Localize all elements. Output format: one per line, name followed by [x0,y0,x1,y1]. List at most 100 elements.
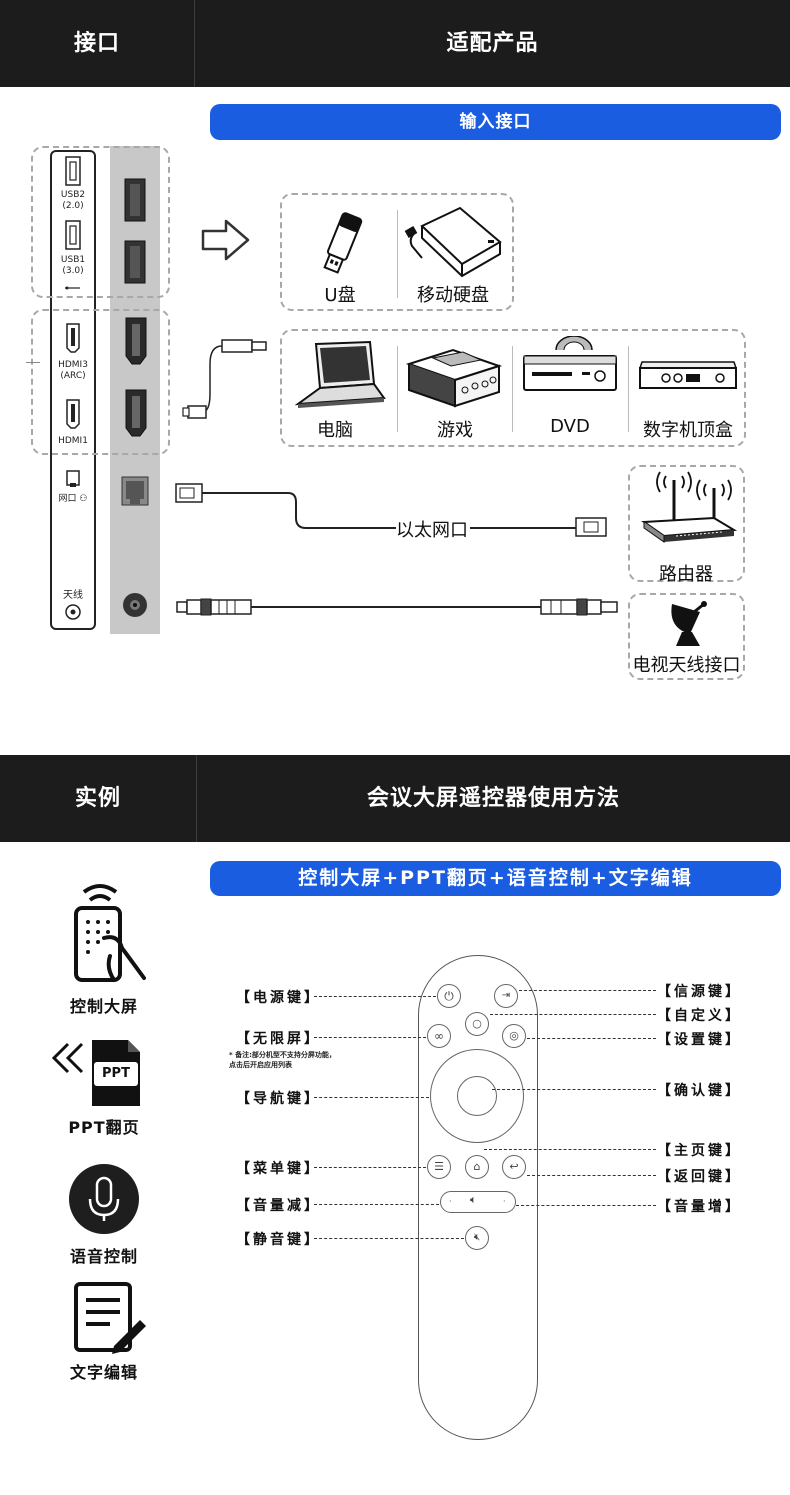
label-vol-down: 【音量减】 [236,1198,321,1214]
game-console-icon [405,348,503,408]
header-example: 实例 [74,786,121,811]
label-menu: 【菜单键】 [236,1161,321,1177]
back-button[interactable]: ↩ [502,1155,526,1179]
tv-antenna-box [628,593,745,680]
note-text: * 备注:部分机型不支持分屏功能，点击后开启应用列表 [229,1051,336,1069]
leader-settings [527,1038,656,1039]
dvd-player-icon [523,336,617,391]
leader-nav [314,1097,429,1098]
port-panel-front [50,150,96,630]
label-vol-up: 【音量增】 [657,1199,742,1215]
hdmi1-port-icon [66,399,80,429]
leader-ok [492,1089,656,1090]
antenna-side-port [123,593,147,617]
leader-power [314,996,436,997]
divider [628,346,629,432]
ethernet-cable-icon [175,483,607,537]
label-back: 【返回键】 [657,1169,742,1185]
volume-up-dot[interactable]: · [503,1197,506,1206]
label-home: 【主页键】 [657,1143,742,1159]
nav-ring-button[interactable] [430,1049,524,1143]
hdmi1-label: HDMI1 [58,436,88,446]
input-interface-banner: 输入接口 [210,104,781,140]
speaker-icon: 🔈︎ [470,1193,477,1206]
tick-mark [26,362,40,363]
antenna-port-icon [65,604,81,620]
label-settings: 【设置键】 [657,1032,742,1048]
leader-infinite [314,1037,426,1038]
label-infinite: 【无限屏】 [236,1031,321,1047]
hdmi-side-port-2 [125,389,147,437]
remote-body [418,955,538,1440]
usb-symbol-icon [65,286,80,290]
leader-menu [314,1167,426,1168]
leader-source [519,990,656,991]
divider [512,346,513,432]
usb-drive-icon [323,212,363,274]
antenna-label: 天线 [63,590,83,601]
stb-caption: 数字机顶盒 [643,420,733,441]
divider [397,346,398,432]
text-edit-icon [74,1282,146,1354]
router-caption: 路由器 [659,564,713,585]
custom-button[interactable]: ○ [465,1012,489,1036]
menu-button[interactable]: ☰ [427,1155,451,1179]
router-icon [641,471,738,543]
right-arrow-icon [201,219,250,261]
usb1-port-icon [65,220,81,250]
feature-voice-label: 语音控制 [69,1247,138,1266]
coax-cable-icon [176,598,618,616]
portable-hdd-icon [404,206,502,278]
hdmi-cable-icon [182,339,267,419]
double-chevron-left-icon [51,1042,84,1074]
mute-button[interactable]: 🔇︎ [465,1226,489,1250]
usb-side-port-2 [124,240,146,284]
hdmi-devices-box [280,329,746,447]
lan-port-icon [66,470,80,487]
feature-edit-label: 文字编辑 [69,1363,138,1382]
hdmi-side-port-1 [125,317,147,365]
ppt-badge: PPT [94,1062,138,1086]
feature-control-label: 控制大屏 [69,997,138,1016]
lan-label: 网口 ⚇ [58,494,88,504]
volume-rocker[interactable] [440,1191,516,1213]
hdmi-group [31,309,170,455]
power-button[interactable]: ⏻ [437,984,461,1008]
leader-vol-up [516,1205,656,1206]
header-interface: 接口 [73,31,120,56]
usb1-label: USB1 (3.0) [60,255,86,276]
home-button[interactable]: ⌂ [465,1155,489,1179]
pc-caption: 电脑 [317,420,353,441]
usb-group [31,146,170,298]
label-power: 【电源键】 [236,990,321,1006]
satellite-dish-icon [671,601,707,646]
section1-header: 接口 适配产品 [0,0,790,87]
label-ok: 【确认键】 [657,1083,742,1099]
ethernet-label: 以太网口 [396,520,468,541]
usb-devices-box [280,193,514,311]
leader-home [484,1149,656,1150]
feature-ppt-label: PPT翻页 [68,1118,140,1137]
udisk-caption: U盘 [324,285,356,306]
usb-side-port-1 [124,178,146,222]
infinite-screen-button[interactable]: ∞ [427,1024,451,1048]
leader-mute [314,1238,464,1239]
hdmi3-port-icon [66,323,80,353]
leader-vol-down [314,1204,439,1205]
settings-button[interactable]: ◎ [502,1024,526,1048]
label-nav: 【导航键】 [236,1091,321,1107]
usb2-label: USB2 (2.0) [60,190,86,211]
volume-down-dot[interactable]: · [449,1197,452,1206]
router-box [628,465,745,582]
tv-antenna-caption: 电视天线接口 [632,655,741,676]
ok-button[interactable] [457,1076,497,1116]
divider [397,210,398,298]
label-mute: 【静音键】 [236,1232,321,1248]
header-divider [196,755,197,842]
remote-hand-icon [74,884,146,982]
leader-back [527,1175,656,1176]
leader-custom [490,1014,656,1015]
hdd-caption: 移动硬盘 [417,285,489,306]
game-caption: 游戏 [437,420,473,441]
source-button[interactable]: ⇥ [494,984,518,1008]
